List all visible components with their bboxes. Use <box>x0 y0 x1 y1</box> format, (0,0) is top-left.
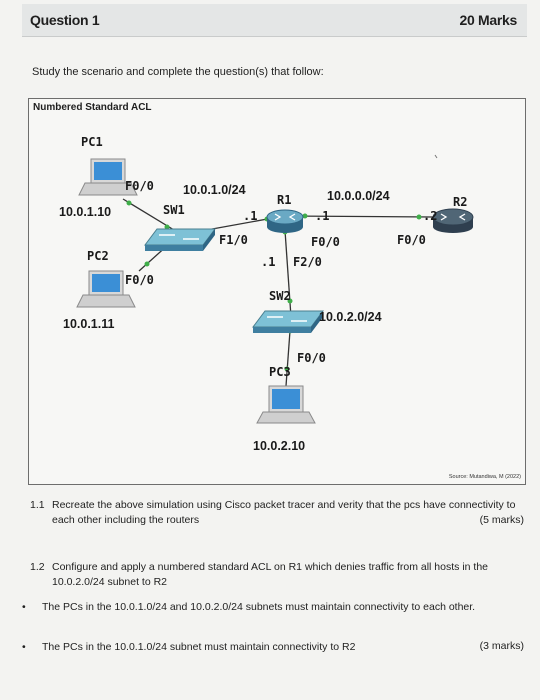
sw1-port-label: F0/0 <box>125 179 154 193</box>
r1-f00-port-label: F0/0 <box>311 235 340 249</box>
r2-port-label: F0/0 <box>397 233 426 247</box>
network-10-0-1-0-label: 10.0.1.0/24 <box>183 183 246 197</box>
r1-f00-ip-label: .1 <box>315 209 330 223</box>
r2-router-icon <box>432 208 474 233</box>
cursor-mark <box>434 154 438 159</box>
pc1-label: PC1 <box>81 135 103 149</box>
pc3-ip-label: 10.0.2.10 <box>253 439 306 453</box>
question-1-2-marks: (3 marks) <box>479 640 524 652</box>
r1-f10-ip-label: .1 <box>243 209 258 223</box>
link-pc1-sw1 <box>122 198 180 234</box>
r1-label: R1 <box>277 193 292 207</box>
r2-label: R2 <box>453 195 468 209</box>
r1-f20-port-label: F2/0 <box>293 255 322 269</box>
sw2-label: SW2 <box>269 289 291 303</box>
network-10-0-0-0-label: 10.0.0.0/24 <box>327 189 390 203</box>
question-1-2-bullet-2-text: The PCs in the 10.0.1.0/24 subnet must m… <box>42 641 356 653</box>
topology-diagram <box>76 154 474 424</box>
question-1-2: 1.2 Configure and apply a numbered stand… <box>30 560 524 594</box>
r1-f10-port-label: F1/0 <box>219 233 248 247</box>
question-marks: 20 Marks <box>459 12 517 28</box>
figure-title: Numbered Standard ACL <box>33 102 152 113</box>
pc3-computer-icon <box>256 385 316 424</box>
question-1-2-bullet-1: • The PCs in the 10.0.1.0/24 and 10.0.2.… <box>22 601 476 613</box>
network-10-0-2-0-label: 10.0.2.0/24 <box>319 310 382 324</box>
question-1-2-text: Configure and apply a numbered standard … <box>52 561 489 588</box>
link-r1-r2 <box>283 215 434 218</box>
instruction-text: Study the scenario and complete the ques… <box>32 66 324 78</box>
pc2-port-label: F0/0 <box>125 273 154 287</box>
question-1-1-marks: (5 marks) <box>479 514 524 526</box>
question-title: Question 1 <box>30 12 100 28</box>
r2-ip-label: .2 <box>423 209 438 223</box>
pc2-computer-icon <box>76 270 136 308</box>
question-1-2-bullet-2: • The PCs in the 10.0.1.0/24 subnet must… <box>22 641 356 653</box>
pc3-port-label: F0/0 <box>297 351 326 365</box>
question-1-2-number: 1.2 <box>30 561 45 573</box>
network-topology-figure: Numbered Standard ACL <box>28 98 526 485</box>
question-1-1: 1.1 Recreate the above simulation using … <box>30 498 524 532</box>
figure-source: Source: Mutandiwa, M (2022) <box>448 474 521 480</box>
pc1-computer-icon <box>78 158 138 196</box>
pc2-label: PC2 <box>87 249 109 263</box>
question-1-1-number: 1.1 <box>30 499 45 511</box>
question-1-1-text: Recreate the above simulation using Cisc… <box>52 499 516 526</box>
pc3-label: PC3 <box>269 365 291 379</box>
sw1-switch-icon <box>144 228 216 251</box>
question-header: Question 1 20 Marks <box>22 4 527 37</box>
pc2-ip-label: 10.0.1.11 <box>63 317 115 331</box>
pc1-ip-label: 10.0.1.10 <box>59 205 112 219</box>
sw2-switch-icon <box>252 310 324 333</box>
r1-router-icon <box>266 209 304 233</box>
r1-f20-ip-label: .1 <box>261 255 276 269</box>
sw1-label: SW1 <box>163 203 185 217</box>
question-1-2-bullet-1-text: The PCs in the 10.0.1.0/24 and 10.0.2.0/… <box>42 601 476 613</box>
